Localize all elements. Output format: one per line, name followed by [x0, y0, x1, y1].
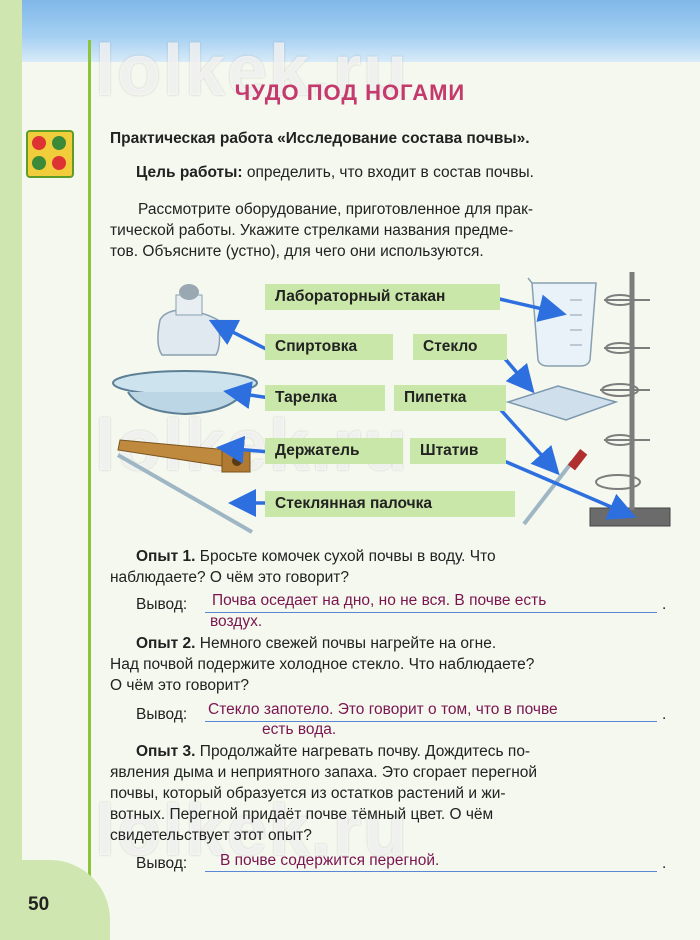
- exp2-answer: Стекло запотело. Это говорит о том, что …: [208, 701, 558, 718]
- intro-line: тической работы. Укажите стрелками назва…: [110, 222, 514, 239]
- answer-underline: [205, 612, 657, 613]
- goal-text: определить, что входит в состав почвы.: [246, 164, 534, 181]
- label-rod: Стеклянная палочка: [265, 491, 515, 517]
- exp3-title: Опыт 3.: [136, 743, 196, 760]
- goal-label: Цель работы:: [136, 164, 243, 181]
- label-burner: Спиртовка: [265, 334, 393, 360]
- left-margin-strip: [0, 0, 22, 940]
- exp3-conclusion-label: Вывод:: [136, 855, 188, 872]
- practical-heading: Практическая работа «Исследование состав…: [110, 130, 530, 147]
- period: .: [662, 596, 667, 613]
- exp1-title: Опыт 1.: [136, 548, 196, 565]
- exp1-answer: Почва оседает на дно, но не вся. В почве…: [212, 592, 547, 609]
- exp1-text: Бросьте комочек сухой почвы в воду. Что: [199, 548, 496, 565]
- label-plate: Тарелка: [265, 385, 385, 411]
- page-number: 50: [28, 894, 50, 915]
- label-stand: Штатив: [410, 438, 506, 464]
- exp2-answer: есть вода.: [262, 721, 337, 738]
- exp3-line: почвы, который образуется из остатков ра…: [110, 785, 506, 802]
- beaker-image: [527, 277, 597, 367]
- exp1-answer: воздух.: [210, 613, 263, 630]
- exp2-line: Опыт 2. Немного свежей почвы нагрейте на…: [136, 633, 496, 654]
- exp3-line: свидетельствует этот опыт?: [110, 827, 312, 844]
- intro-line: тов. Объясните (устно), для чего они исп…: [110, 243, 484, 260]
- page-title: ЧУДО ПОД НОГАМИ: [234, 80, 466, 105]
- exp2-conclusion-label: Вывод:: [136, 706, 188, 723]
- label-beaker: Лабораторный стакан: [265, 284, 500, 310]
- exp1-line: наблюдаете? О чём это говорит?: [110, 569, 349, 586]
- period: .: [662, 706, 667, 723]
- pipette-image: [522, 449, 588, 526]
- glass-image: [505, 385, 619, 421]
- exp1-conclusion-label: Вывод:: [136, 596, 188, 613]
- exp3-line: вотных. Перегной придаёт почве тёмный цв…: [110, 806, 494, 823]
- exp2-line: О чём это говорит?: [110, 677, 250, 694]
- exp1-line: Опыт 1. Бросьте комочек сухой почвы в во…: [136, 546, 496, 567]
- plate-image: [112, 370, 258, 416]
- label-glass: Стекло: [413, 334, 507, 360]
- rod-image: [117, 453, 253, 534]
- intro-line: Рассмотрите оборудование, приготовленное…: [138, 201, 534, 218]
- header-decoration: [0, 0, 700, 62]
- label-holder: Держатель: [265, 438, 403, 464]
- exp3-line: Опыт 3. Продолжайте нагревать почву. Дож…: [136, 741, 530, 762]
- watermark: lolkek.ru: [95, 791, 410, 871]
- answer-underline: [205, 871, 657, 872]
- margin-line: [88, 40, 91, 880]
- label-pipette: Пипетка: [394, 385, 506, 411]
- burner-image: [157, 284, 221, 356]
- exp3-answer: В почве содержится перегной.: [220, 852, 440, 869]
- watermark: lolkek.ru: [95, 31, 410, 111]
- exp3-line: явления дыма и неприятного запаха. Это с…: [110, 764, 538, 781]
- answer-underline: [205, 721, 657, 722]
- exp2-line: Над почвой подержите холодное стекло. Чт…: [110, 656, 535, 673]
- practical-work-icon: [26, 130, 74, 178]
- exp2-text: Немного свежей почвы нагрейте на огне.: [199, 635, 497, 652]
- exp2-title: Опыт 2.: [136, 635, 196, 652]
- period: .: [662, 855, 667, 872]
- goal: Цель работы: определить, что входит в со…: [136, 162, 534, 183]
- exp3-text: Продолжайте нагревать почву. Дождитесь п…: [199, 743, 531, 760]
